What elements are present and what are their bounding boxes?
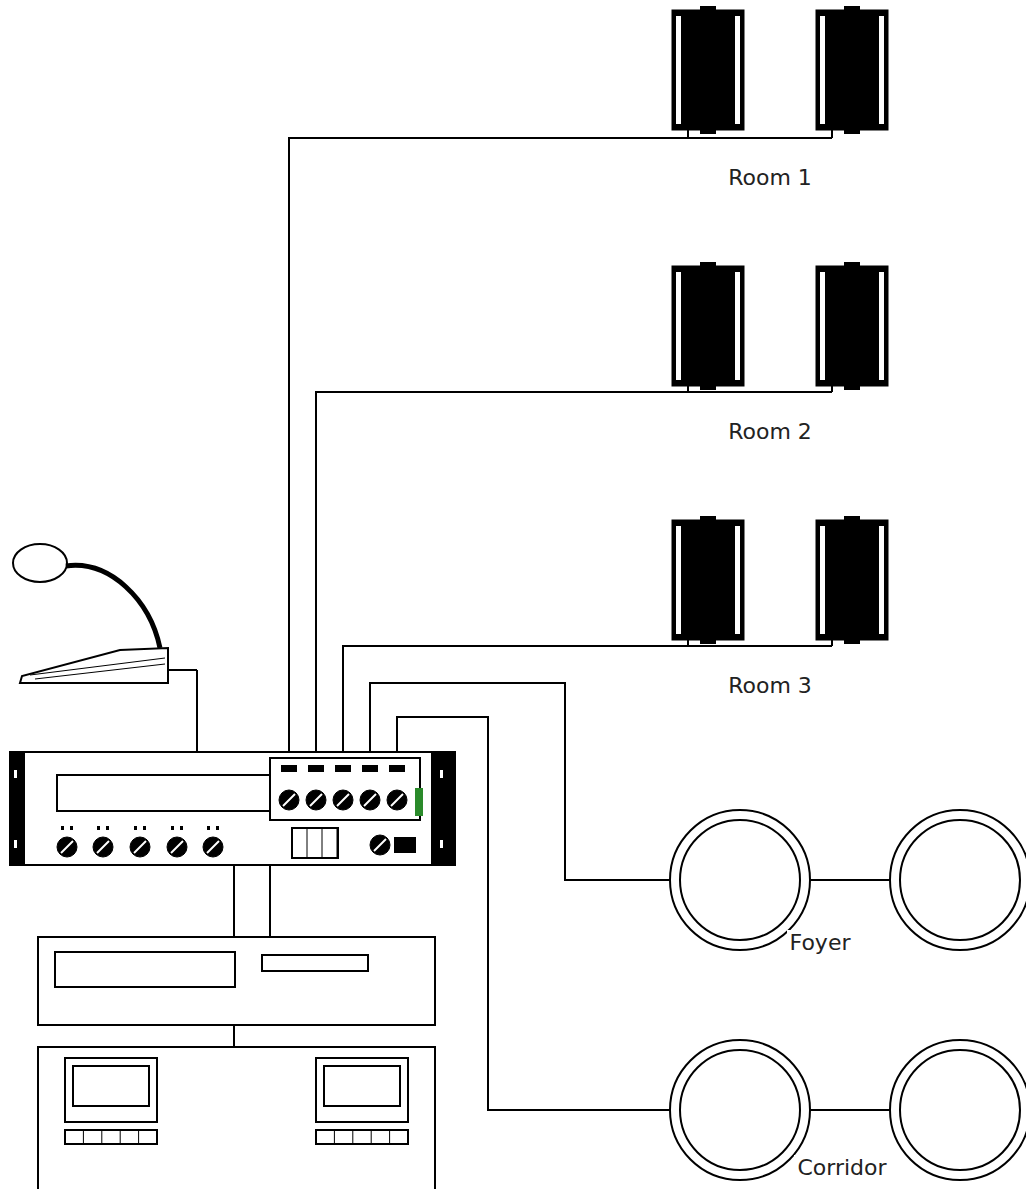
tick <box>207 826 210 830</box>
tape-key <box>389 1130 390 1144</box>
tick <box>61 826 64 830</box>
knob-mark <box>374 839 386 851</box>
tape-key <box>83 1130 84 1144</box>
control-knob <box>130 837 150 857</box>
knob-mark <box>364 794 376 806</box>
knob-mark <box>310 794 322 806</box>
control-knob <box>93 837 113 857</box>
knob-mark <box>134 841 146 853</box>
control-knob <box>279 790 299 810</box>
knob-mark <box>391 794 403 806</box>
control-knob <box>203 837 223 857</box>
control-knob <box>306 790 326 810</box>
tick <box>97 826 100 830</box>
knob-mark <box>97 841 109 853</box>
control-knob <box>387 790 407 810</box>
tape-key <box>408 1130 409 1144</box>
tick <box>180 826 183 830</box>
zone-label: Room 2 <box>725 419 815 444</box>
control-knob <box>57 837 77 857</box>
switch-divider <box>322 828 323 858</box>
knob-mark <box>337 794 349 806</box>
control-knob <box>167 837 187 857</box>
tape-key <box>371 1130 372 1144</box>
tick <box>134 826 137 830</box>
zone-label: Corridor <box>794 1155 889 1180</box>
tick <box>106 826 109 830</box>
knob-mark <box>61 841 73 853</box>
zone-label: Room 1 <box>725 165 815 190</box>
indicator <box>281 765 297 772</box>
tape-key <box>352 1130 353 1144</box>
knob-mark <box>207 841 219 853</box>
control-knob <box>333 790 353 810</box>
tick <box>143 826 146 830</box>
tape-key <box>157 1130 158 1144</box>
indicator <box>389 765 405 772</box>
tick <box>171 826 174 830</box>
zone-label: Room 3 <box>725 673 815 698</box>
control-knob <box>370 835 390 855</box>
indicator <box>308 765 324 772</box>
tape-key <box>120 1130 121 1144</box>
control-knob <box>360 790 380 810</box>
tape-key <box>334 1130 335 1144</box>
zone-label: Foyer <box>787 930 854 955</box>
knob-mark <box>171 841 183 853</box>
tick <box>216 826 219 830</box>
tick <box>70 826 73 830</box>
knob-mark <box>283 794 295 806</box>
tape-key <box>101 1130 102 1144</box>
switch-divider <box>337 828 338 858</box>
tape-key <box>138 1130 139 1144</box>
indicator <box>335 765 351 772</box>
switch-divider <box>307 828 308 858</box>
indicator <box>362 765 378 772</box>
